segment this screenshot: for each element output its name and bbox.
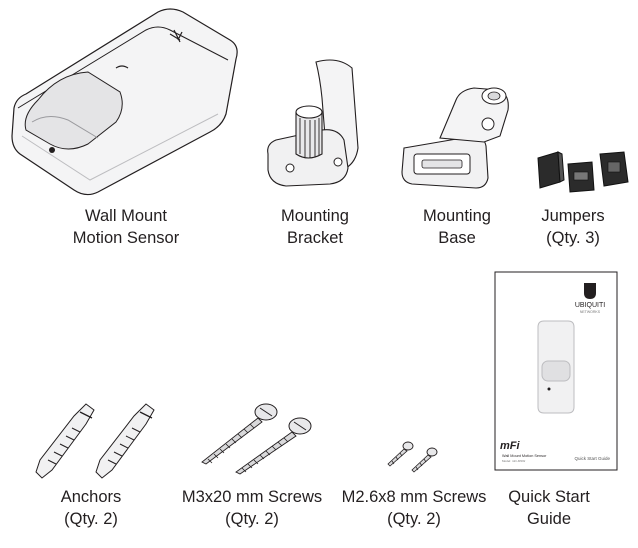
caption-line: M2.6x8 mm Screws: [341, 488, 487, 506]
caption-mounting-base: Mounting Base: [423, 205, 491, 249]
guide-sensor-picture: [537, 320, 575, 414]
jumper-3: [599, 151, 629, 187]
guide-model: Model: mFi-MSW: [502, 459, 525, 463]
anchor-2: [95, 403, 155, 479]
caption-jumpers: Jumpers (Qty. 3): [541, 205, 604, 249]
caption-line: Mounting: [423, 207, 491, 225]
mounting-base-image: [400, 80, 514, 192]
caption-motion-sensor: Wall Mount Motion Sensor: [73, 205, 179, 249]
m3-screws-image: [196, 400, 314, 475]
guide-brand: UBIQUITI: [575, 302, 605, 309]
jumper-2: [567, 161, 595, 193]
caption-quick-start-guide: Quick Start Guide: [508, 486, 590, 530]
guide-product-name: Wall Mount Motion Sensor: [502, 454, 547, 458]
caption-line: Motion Sensor: [72, 229, 180, 247]
m26-screw-2: [411, 447, 438, 473]
caption-line: (Qty. 2): [64, 510, 118, 528]
guide-title: Quick Start Guide: [574, 456, 610, 461]
caption-line: Jumpers: [541, 207, 605, 225]
caption-line: Anchors: [60, 488, 122, 506]
caption-line: Wall Mount: [85, 207, 167, 225]
caption-line: Guide: [526, 510, 572, 528]
caption-line: Quick Start: [508, 488, 590, 506]
caption-m3-screws: M3x20 mm Screws (Qty. 2): [182, 486, 322, 530]
caption-line: (Qty. 2): [225, 510, 279, 528]
caption-line: (Qty. 3): [546, 229, 600, 247]
jumpers-image: [534, 148, 634, 194]
caption-line: Bracket: [287, 229, 343, 247]
caption-m26-screws: M2.6x8 mm Screws (Qty. 2): [342, 486, 487, 530]
caption-line: (Qty. 2): [387, 510, 441, 528]
ubiquiti-logo-icon: [584, 283, 596, 299]
anchor-1: [35, 403, 95, 479]
m3-screw-2: [235, 417, 312, 475]
m3-screw-1: [201, 403, 278, 465]
caption-line: M3x20 mm Screws: [181, 488, 323, 506]
quick-start-guide-image: UBIQUITI NETWORKS mFi Wall Mount Motion …: [494, 271, 618, 471]
m26-screw-1: [387, 441, 414, 467]
mounting-bracket-image: [262, 58, 372, 190]
jumper-1: [537, 151, 565, 189]
motion-sensor-image: [8, 4, 240, 196]
caption-mounting-bracket: Mounting Bracket: [281, 205, 349, 249]
anchors-image: [30, 398, 170, 479]
caption-anchors: Anchors (Qty. 2): [61, 486, 122, 530]
caption-line: Mounting: [281, 207, 349, 225]
guide-mfi-logo: mFi: [500, 440, 521, 452]
caption-line: Base: [438, 229, 476, 247]
guide-brand-sub: NETWORKS: [580, 310, 601, 314]
m26-screws-image: [384, 440, 444, 476]
